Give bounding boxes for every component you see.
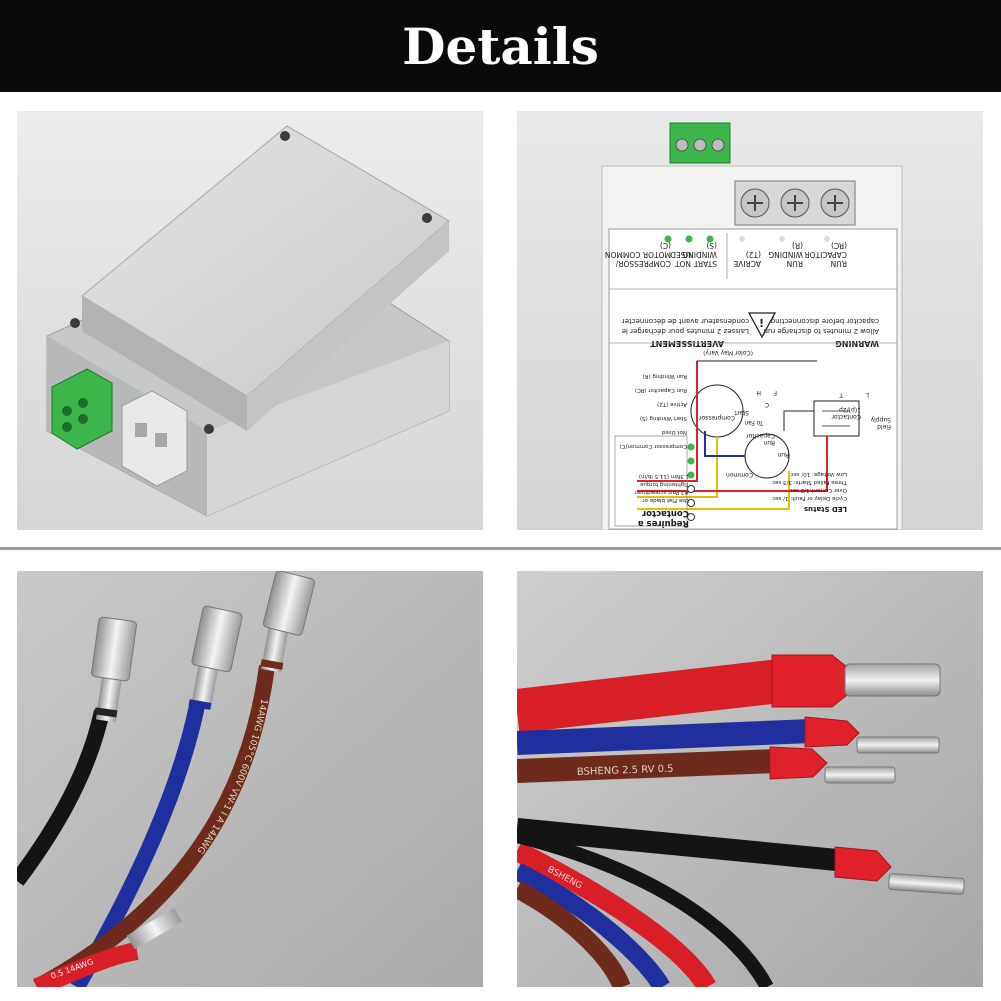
product-photo-spade-terminals: 14AWG 105°C 600V VW-1 I A 14AWG 0.5 14AW… — [17, 571, 483, 987]
terminal-label-common: COMPRESSOR/MOTOR COMMON(C) — [605, 241, 671, 268]
warning-line-1: Allow 2 minutes to discharge run — [764, 327, 880, 335]
brown-wire-print: BSHENG 2.5 RV 0.5 — [577, 764, 674, 778]
requires-line-1: Use Flat blade or — [642, 497, 689, 503]
screw-terminal-strip-icon — [734, 180, 856, 226]
black-wire — [17, 709, 110, 886]
green-connector-icon — [669, 122, 731, 164]
svg-text:!: ! — [759, 317, 764, 330]
led-status-line-2: Over Current:1/2 sec — [790, 487, 847, 493]
led-status-line-3: Three Failed Starts: 3/3 sec — [772, 479, 848, 485]
diagram-label-contactor: Contactor1(p)/2p — [831, 406, 861, 420]
pin-terminal-icon — [126, 908, 183, 950]
spade-terminals-illustration: 14AWG 105°C 600V VW-1 I A 14AWG 0.5 14AW… — [17, 571, 483, 987]
terminal-label-run-capacitor: RUNCAPACITOR(RC) — [804, 241, 847, 268]
page-title: Details — [402, 16, 599, 76]
red-tail-wire — [33, 942, 139, 987]
terminal-list-common: Compressor Common(C) — [619, 443, 687, 449]
led-status-line-4: Low Voltage: 10/ sec — [790, 471, 847, 477]
enclosure-illustration — [17, 111, 483, 530]
diagram-label-common: Common — [726, 471, 753, 478]
product-photo-ferrules: BSHENG 2.5 RV 0.5 BSHENG — [517, 571, 983, 987]
terminal-label-run-winding: RUNWINDING(R) — [768, 241, 803, 268]
wiring-diagram — [614, 360, 860, 527]
terminal-label-start-winding: STARTWINDING(S) — [682, 241, 717, 268]
black-wire-lower — [517, 829, 774, 987]
red-ferrule-icon — [771, 654, 848, 708]
green-terminal-block-icon — [51, 368, 113, 450]
diagram-label-h: H — [756, 389, 761, 396]
led-status-line-1: Cycle Delay or Fault: 1/ sec — [772, 495, 847, 501]
black-wire — [517, 818, 849, 872]
diagram-label-l: L — [865, 391, 869, 398]
red-ferrule-blue-wire-icon — [804, 716, 860, 748]
requires-line-2: #2 Pozi screwdriver — [634, 489, 689, 495]
ferrule-pin-blue-icon — [856, 736, 940, 754]
warning-fr-line-2: condensateur avant de déconnecter — [622, 317, 749, 325]
ferrule-pin-brown-icon — [824, 766, 896, 784]
warning-fr-title: AVERTISSEMENT — [650, 339, 724, 348]
spade-terminal-blue-icon — [188, 605, 243, 710]
section-divider — [0, 547, 1001, 550]
red-ferrule-black-wire-icon — [834, 846, 892, 882]
led-status-title: LED Status — [804, 505, 847, 513]
ferrule-tip-icon — [844, 663, 941, 697]
terminal-list-not-used: Not Used — [662, 429, 687, 435]
terminal-list-active: Active (T2) — [657, 401, 687, 407]
spade-terminal-brown-icon — [260, 571, 316, 673]
requires-line-4: 1.3Nm (11.5 lb/in) — [639, 473, 689, 479]
diagram-label-start: Start — [734, 409, 749, 416]
product-photo-label: RUNCAPACITOR(RC) RUNWINDING(R) ACRIVE(T2… — [517, 111, 983, 530]
requires-line-3: Tightening torque — [639, 481, 690, 487]
diagram-label-field-supply: FieldSupply — [870, 416, 891, 430]
diagram-label-to-fan: To Fan — [744, 419, 764, 426]
diagram-label-run: Run — [777, 451, 789, 458]
header-banner: Details — [0, 0, 1001, 92]
diagram-label-compressor: Compressor — [699, 414, 735, 421]
warning-triangle-icon: ! — [747, 312, 777, 339]
red-wire-lower — [517, 842, 716, 987]
blue-wire-lower — [517, 862, 670, 987]
warning-title: WARNING — [835, 339, 879, 348]
ferrule-pin-black-icon — [888, 873, 965, 895]
red-wire-thick — [517, 657, 800, 733]
diagram-label-c: C — [765, 401, 769, 408]
terminal-list-run-winding: Run Winding (R) — [643, 373, 687, 379]
requires-title: Requires aContactor — [638, 508, 689, 528]
terminal-list-run-capacitor: Run Capacitor (RC) — [635, 387, 687, 393]
spade-terminal-black-icon — [91, 616, 137, 723]
brown-wire — [517, 749, 778, 783]
terminal-label-not-used: NOTUSED — [670, 250, 691, 268]
terminal-list-start-winding: Start Winding (S) — [640, 415, 687, 421]
label-illustration: RUNCAPACITOR(RC) RUNWINDING(R) ACRIVE(T2… — [517, 111, 983, 530]
red-ferrule-brown-wire-icon — [769, 746, 828, 780]
warning-fr-line-1: Laissez 2 minutes pour décharger le — [622, 327, 749, 335]
brown-wire-lower — [517, 881, 631, 987]
warning-line-2: capacitor before disconnecting — [771, 317, 879, 325]
blue-wire — [517, 719, 813, 755]
diagram-label-run-capacitor: RunCapacitor — [746, 432, 775, 446]
diagram-label-t: T — [839, 391, 844, 398]
terminal-label-active: ACRIVE(T2) — [733, 250, 761, 268]
diagram-label-f: F — [773, 389, 777, 396]
product-photo-enclosure — [17, 111, 483, 530]
diagram-label-color-note: (Color May Vary) — [703, 349, 753, 356]
ferrules-illustration: BSHENG 2.5 RV 0.5 BSHENG — [517, 571, 983, 987]
brown-wire — [33, 664, 275, 987]
